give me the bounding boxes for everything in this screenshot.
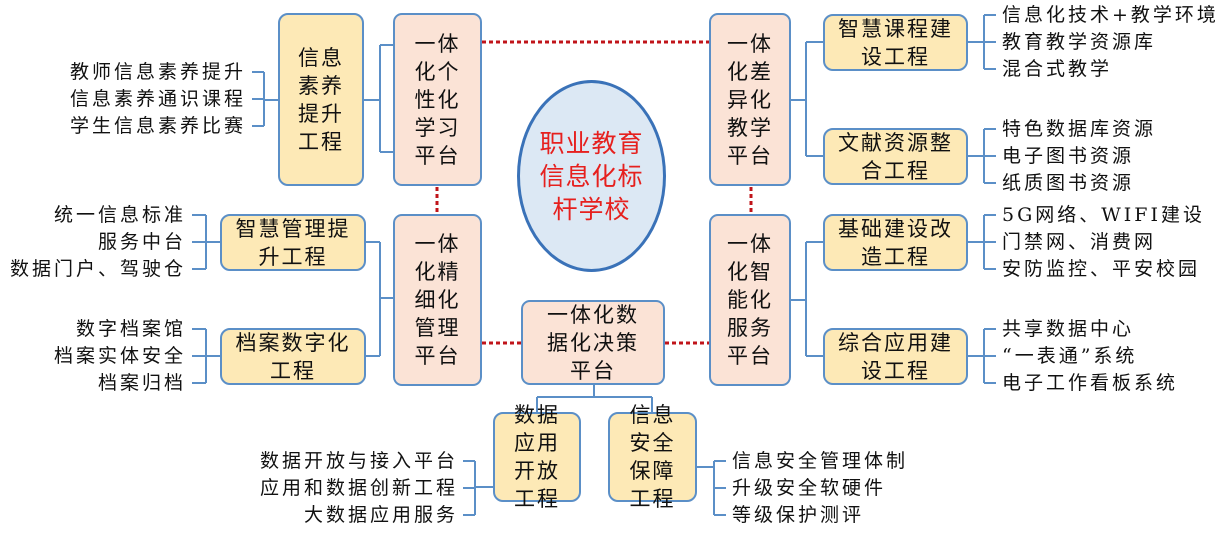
list-item: 统一信息标准 (53, 204, 186, 226)
integrated-items: 共享数据中心 “一表通”系统 电子工作看板系统 (1002, 316, 1178, 397)
list-item: 档案实体安全 (53, 345, 186, 367)
list-item: 数据开放与接入平台 (259, 450, 458, 472)
platform-fine-management: 一体化精细化管理平台 (393, 214, 482, 386)
project-infrastructure: 基础建设改造工程 (823, 214, 968, 271)
course-items: 信息化技术+教学环境 教育教学资源库 混合式教学 (1002, 2, 1219, 83)
list-item: 安防监控、平安校园 (1002, 258, 1201, 280)
list-item: 数据门户、驾驶仓 (9, 258, 186, 280)
list-item: 学生信息素养比赛 (69, 115, 246, 137)
project-integrated-application: 综合应用建设工程 (823, 328, 968, 385)
list-item: “一表通”系统 (1002, 345, 1138, 367)
list-item: 电子图书资源 (1002, 145, 1135, 167)
list-item: 应用和数据创新工程 (259, 477, 458, 499)
list-item: 门禁网、消费网 (1002, 231, 1157, 253)
center-goal: 职业教育信息化标杆学校 (517, 80, 666, 272)
literature-items: 特色数据库资源 电子图书资源 纸质图书资源 (1002, 116, 1156, 197)
project-literature-resources: 文献资源整合工程 (823, 128, 968, 185)
list-item: 信息安全管理体制 (732, 450, 909, 472)
archive-items: 数字档案馆 档案实体安全 档案归档 (54, 316, 186, 397)
list-item: 电子工作看板系统 (1002, 372, 1179, 394)
platform-personalized-learning: 一体化个性化学习平台 (393, 13, 482, 186)
list-item: 信息化技术+教学环境 (1002, 4, 1219, 26)
project-archive-digitization: 档案数字化工程 (220, 328, 366, 385)
project-info-security: 信息安全保障工程 (608, 403, 697, 511)
project-smart-course: 智慧课程建设工程 (823, 14, 968, 71)
literacy-items: 教师信息素养提升 信息素养通识课程 学生信息素养比赛 (70, 59, 246, 140)
project-info-literacy: 信息素养提升工程 (278, 13, 364, 186)
project-data-open: 数据应用开放工程 (493, 403, 581, 511)
project-smart-management: 智慧管理提升工程 (220, 214, 366, 271)
list-item: 大数据应用服务 (303, 504, 458, 526)
list-item: 档案归档 (97, 372, 186, 394)
platform-smart-service: 一体化智能化服务平台 (709, 214, 791, 386)
infra-items: 5G网络、WIFI建设 门禁网、消费网 安防监控、平安校园 (1002, 202, 1205, 283)
list-item: 纸质图书资源 (1002, 172, 1135, 194)
list-item: 等级保护测评 (732, 504, 865, 526)
mgmt-items: 统一信息标准 服务中台 数据门户、驾驶仓 (10, 202, 186, 283)
list-item: 升级安全软硬件 (732, 477, 887, 499)
dataopen-items: 数据开放与接入平台 应用和数据创新工程 大数据应用服务 (260, 448, 458, 529)
list-item: 特色数据库资源 (1002, 118, 1157, 140)
platform-data-decision: 一体化数据化决策平台 (521, 300, 665, 385)
list-item: 混合式教学 (1002, 58, 1113, 80)
platform-differentiated-teaching: 一体化差异化教学平台 (709, 13, 791, 186)
list-item: 服务中台 (97, 231, 186, 253)
security-items: 信息安全管理体制 升级安全软硬件 等级保护测评 (732, 448, 908, 529)
list-item: 数字档案馆 (75, 318, 186, 340)
list-item: 教师信息素养提升 (69, 61, 246, 83)
list-item: 教育教学资源库 (1002, 31, 1157, 53)
list-item: 共享数据中心 (1002, 318, 1135, 340)
list-item: 5G网络、WIFI建设 (1002, 204, 1205, 226)
list-item: 信息素养通识课程 (69, 88, 246, 110)
center-title: 职业教育信息化标杆学校 (539, 128, 644, 224)
